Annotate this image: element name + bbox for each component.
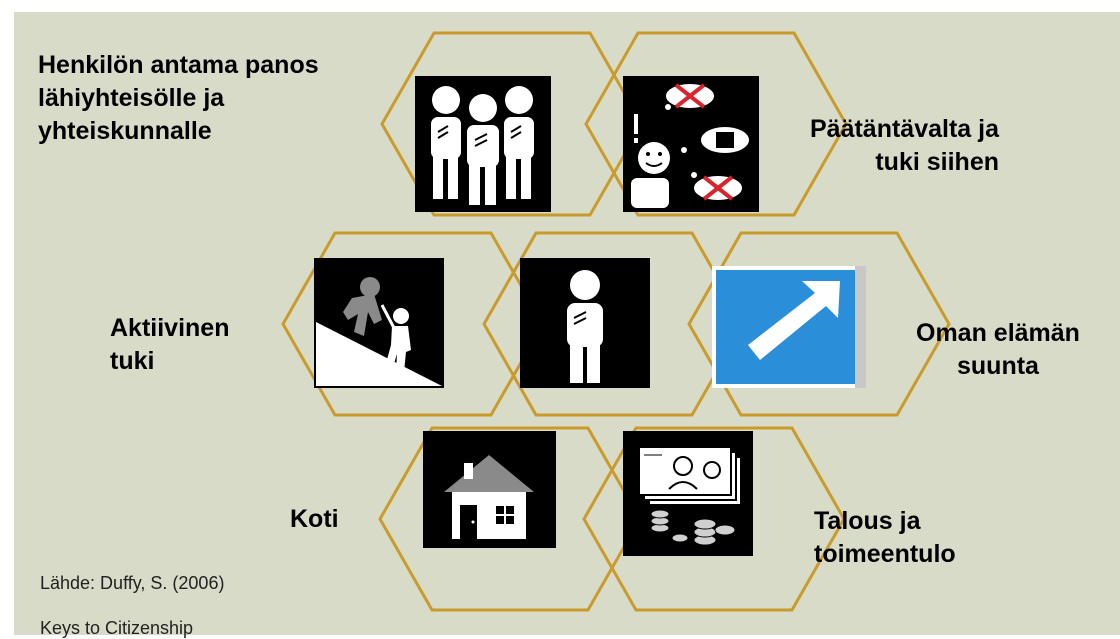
label-home: Koti [290, 505, 339, 533]
label-own-direction: Oman elämän suunta [916, 319, 1080, 380]
decision-thought-bubbles-icon [623, 76, 759, 212]
label-decision-making: Päätäntävalta ja tuki siihen [810, 115, 999, 176]
label-finance: Talous ja toimeentulo [814, 507, 956, 568]
source-citation: Lähde: Duffy, S. (2006) [40, 573, 225, 593]
hex-top-right [584, 31, 848, 217]
climbing-help-icon [314, 258, 444, 388]
label-active-support: Aktiivinen tuki [110, 314, 230, 375]
money-and-coins-icon [623, 431, 753, 556]
house-icon [423, 431, 556, 548]
group-of-people-icon [415, 76, 551, 212]
hex-middle-right [687, 231, 951, 417]
label-contribution: Henkilön antama panos lähiyhteisölle ja … [38, 51, 319, 145]
direction-arrow-sign-icon [712, 266, 866, 388]
person-icon [520, 258, 650, 388]
hex-bottom-right [582, 426, 846, 612]
source-title: Keys to Citizenship [40, 618, 194, 638]
